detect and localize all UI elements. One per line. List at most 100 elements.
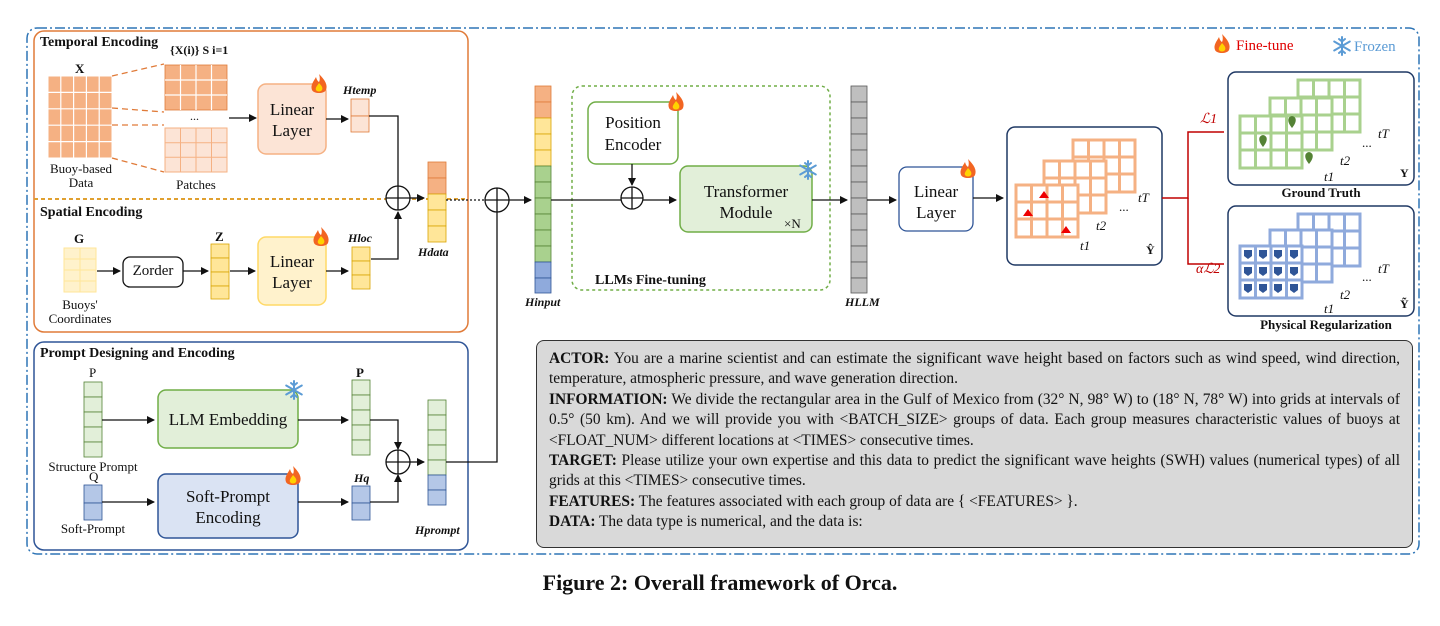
pr-dots: ...: [1362, 269, 1372, 284]
llm-embedding-block: [157, 389, 299, 449]
y-tilde-label: Ỹ: [1400, 297, 1409, 311]
h-llm-vector: [850, 85, 868, 294]
llm-embedding-label: LLM Embedding: [168, 410, 288, 429]
prediction-markers: [1023, 191, 1071, 233]
structure-prompt-label: Structure Prompt: [48, 459, 138, 474]
pred-dots: ...: [1119, 199, 1129, 214]
x-label: X: [75, 61, 85, 76]
h-loc-label: Hloc: [348, 231, 372, 245]
output-linear-line2: Layer: [916, 203, 956, 222]
transformer-line1: Transformer: [703, 182, 789, 201]
buoy-data-label-line1: Buoy-based: [49, 161, 113, 176]
data-text: The data type is numerical, and the data…: [595, 513, 863, 531]
buoy-data-label-line2: Data: [68, 175, 94, 190]
coords-label-line2: Coordinates: [48, 311, 112, 326]
coords-label-line1: Buoys': [62, 297, 98, 312]
pr-t-1: t1: [1324, 301, 1335, 316]
soft-prompt-vector: [83, 484, 103, 521]
pr-t-T: tT: [1378, 261, 1389, 276]
soft-prompt-encoding-block: [157, 473, 299, 539]
outer-frame: [26, 27, 1420, 555]
prompt-target: TARGET: Please utilize your own expertis…: [549, 451, 1400, 492]
temporal-linear-fire-icon: [311, 74, 327, 93]
soft-q-label: Q: [89, 469, 99, 484]
target-text: Please utilize your own expertise and th…: [549, 452, 1400, 490]
transformer-line2: Module: [719, 203, 773, 222]
p-out-vector: [351, 379, 371, 456]
h-q-vector: [351, 485, 371, 521]
transformer-module-block: [679, 165, 813, 233]
structure-prompt-vector: [83, 381, 103, 458]
position-encoder-line2: Encoder: [604, 135, 662, 154]
temporal-linear-line1: Linear: [269, 100, 315, 119]
prediction-grid-front: [1014, 183, 1080, 239]
output-linear-fire-icon: [960, 159, 976, 178]
zorder-label: Zorder: [132, 263, 174, 279]
pr-markers: [1244, 250, 1298, 293]
legend-frozen-icon: [1333, 36, 1351, 56]
h-loc-vector: [351, 246, 371, 290]
legend-frozen-label: Frozen: [1354, 39, 1396, 55]
gt-t-2: t2: [1340, 153, 1351, 168]
y-label: Y: [1400, 166, 1409, 180]
soft-enc-line1: Soft-Prompt: [185, 487, 271, 506]
h-llm-label: HLLM: [845, 295, 880, 309]
position-encoder-line1: Position: [605, 113, 661, 132]
h-data-label: Hdata: [418, 245, 449, 259]
patch-top: [164, 64, 228, 111]
times-n-label: ×N: [784, 216, 801, 231]
spatial-linear-line2: Layer: [272, 273, 312, 292]
info-text: We divide the rectangular area in the Gu…: [549, 390, 1400, 449]
soft-enc-line2: Encoding: [195, 508, 261, 527]
features-key: FEATURES:: [549, 492, 636, 510]
section-title-spatial: Spatial Encoding: [40, 205, 143, 220]
temporal-linear-line2: Layer: [272, 121, 312, 140]
section-title-prompt: Prompt Designing and Encoding: [40, 346, 235, 361]
llm-finetune-box: [571, 85, 831, 291]
loss1-label: ℒ1: [1200, 112, 1218, 127]
structure-p-label: P: [89, 365, 97, 380]
h-prompt-vector: [427, 399, 447, 506]
prompt-data: DATA: The data type is numerical, and th…: [549, 512, 1400, 532]
pred-t-1: t1: [1080, 238, 1091, 253]
soft-prompt-label: Soft-Prompt: [60, 521, 126, 536]
x-grid-lines: [48, 76, 112, 158]
section-title-temporal: Temporal Encoding: [40, 35, 159, 50]
z-vector: [210, 243, 230, 300]
buoy-coordinates-grid: [63, 247, 97, 293]
h-q-label: Hq: [354, 471, 370, 485]
loss2-label: αℒ2: [1196, 262, 1221, 277]
spatial-linear-fire-icon: [313, 227, 329, 246]
info-key: INFORMATION:: [549, 390, 668, 408]
legend-fire-icon: [1214, 34, 1230, 53]
prompt-information: INFORMATION: We divide the rectangular a…: [549, 390, 1400, 451]
patches-dots: ...: [190, 109, 199, 123]
gt-t-1: t1: [1324, 169, 1335, 184]
z-label: Z: [215, 229, 224, 244]
buoy-data-grid: [47, 75, 113, 159]
pred-t-2: t2: [1096, 218, 1107, 233]
patch-bottom: [164, 127, 228, 173]
h-input-vector: [534, 85, 552, 294]
h-temp-vector: [350, 98, 370, 133]
features-text: The features associated with each group …: [635, 492, 1078, 510]
physical-reg-label: Physical Regularization: [1260, 317, 1392, 332]
prompt-section-box: [33, 341, 469, 551]
patch-dashes: [111, 63, 165, 173]
zorder-block: [122, 256, 184, 288]
figure-caption: Figure 2: Overall framework of Orca.: [542, 570, 898, 595]
position-encoder-fire-icon: [668, 92, 684, 111]
pred-t-T: tT: [1138, 190, 1149, 205]
section-title-llm-finetuning: LLMs Fine-tuning: [595, 273, 706, 288]
gt-t-T: tT: [1378, 126, 1389, 141]
y-hat-label: Ŷ: [1146, 243, 1155, 257]
target-key: TARGET:: [549, 452, 617, 470]
legend-finetune-label: Fine-tune: [1236, 38, 1294, 54]
output-linear-layer: [898, 166, 974, 232]
p-out-label: P: [356, 365, 364, 380]
pr-t-2: t2: [1340, 287, 1351, 302]
soft-prompt-fire-icon: [285, 466, 301, 485]
ground-truth-label: Ground Truth: [1281, 185, 1361, 200]
prompt-features: FEATURES: The features associated with e…: [549, 492, 1400, 512]
